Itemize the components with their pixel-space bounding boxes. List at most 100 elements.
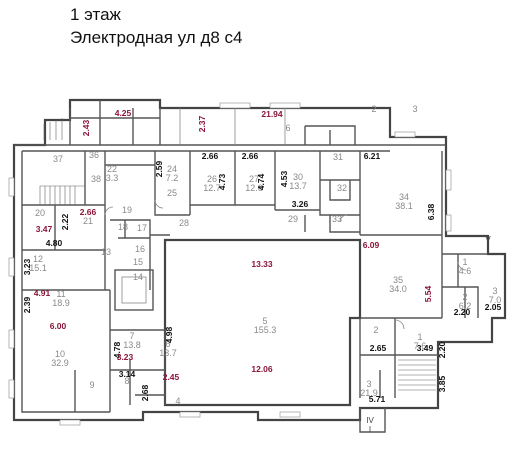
- dimension-label: 2.20: [454, 307, 471, 317]
- room-number: 12: [33, 254, 43, 264]
- dimension-label: 4.73: [217, 173, 227, 190]
- room-number: 10: [55, 349, 65, 359]
- room-number: 22: [107, 164, 117, 174]
- room-number: 26: [207, 174, 217, 184]
- dimension-label: 2.66: [80, 207, 97, 217]
- room-area: 21.9: [360, 388, 378, 398]
- dimension-label: 3.26: [292, 199, 309, 209]
- room-number: 37: [53, 154, 63, 164]
- dimension-label: 3.85: [437, 375, 447, 392]
- room-number: 14: [133, 272, 143, 282]
- room-number: 4: [175, 396, 180, 406]
- dimension-label: 2.65: [370, 343, 387, 353]
- dimension-label: 4.91: [34, 288, 51, 298]
- room-area: 3.3: [106, 173, 119, 183]
- dimension-label: 4.53: [279, 170, 289, 187]
- room-number: 18: [118, 222, 128, 232]
- dimension-label: 3.14: [119, 369, 136, 379]
- room-number: 20: [35, 208, 45, 218]
- dimension-label: 2.59: [154, 160, 164, 177]
- dimension-label: 21.94: [261, 109, 283, 119]
- dimension-label: 2.22: [60, 213, 70, 230]
- room-area: 13.8: [123, 340, 141, 350]
- room-number: 8: [124, 376, 129, 386]
- dimension-label: 4.78: [112, 341, 122, 358]
- room-number: 24: [167, 164, 177, 174]
- dimension-label: 6.21: [364, 151, 381, 161]
- dimension-label: 2.66: [202, 151, 219, 161]
- room-area: 34.0: [389, 284, 407, 294]
- room-area: 12.7: [203, 183, 221, 193]
- room-number: 11: [56, 289, 65, 299]
- dimension-label: 2.43: [81, 119, 91, 136]
- room-number: 28: [179, 218, 189, 228]
- room-number: 34: [399, 192, 409, 202]
- room-number: 1: [462, 257, 467, 267]
- room-area: 13.7: [159, 348, 177, 358]
- dimension-label: 2.37: [197, 115, 207, 132]
- room-number: 13: [101, 247, 111, 257]
- room-number: 30: [293, 172, 303, 182]
- dimension-label: 2.20: [437, 341, 447, 358]
- dimension-label: 2.68: [140, 384, 150, 401]
- dimension-label: 4.80: [46, 238, 63, 248]
- room-number: 17: [137, 223, 147, 233]
- dimension-label: 2.39: [22, 296, 32, 313]
- dimension-label: 2.45: [163, 372, 180, 382]
- room-number: 16: [135, 244, 145, 254]
- dimension-label: 2.66: [242, 151, 259, 161]
- dimension-label: 6.38: [426, 203, 436, 220]
- room-area: 155.3: [254, 325, 277, 335]
- plan-walls: [8, 98, 507, 433]
- room-number: 25: [167, 188, 177, 198]
- dimension-label: 2.05: [485, 302, 502, 312]
- room-area: 18.9: [52, 298, 70, 308]
- room-number: 2: [462, 292, 467, 302]
- dimension-label: 3.47: [36, 224, 53, 234]
- room-number: 9: [89, 380, 94, 390]
- dimension-label: 5.54: [423, 285, 433, 302]
- dimension-label: 5.71: [369, 394, 386, 404]
- address-title: Электродная ул д8 с4: [70, 28, 243, 47]
- room-number: 32: [337, 183, 347, 193]
- room-number: 6: [285, 123, 290, 133]
- room-number: I: [369, 425, 371, 434]
- room-number: 3: [492, 286, 497, 296]
- dimension-label: 6.00: [50, 321, 67, 331]
- room-number: 2: [371, 104, 376, 114]
- room-number: 36: [89, 150, 99, 160]
- room-number: 33: [332, 214, 342, 224]
- room-number: 27: [249, 174, 259, 184]
- room-area: 15.1: [29, 263, 47, 273]
- dimension-label: 6.09: [363, 240, 380, 250]
- room-number: 29: [288, 214, 298, 224]
- room-number: 15: [133, 257, 143, 267]
- room-number: 3: [412, 104, 417, 114]
- room-area: 13.7: [289, 181, 307, 191]
- room-area: 6.2: [459, 301, 472, 311]
- room-number: IV: [366, 416, 374, 425]
- room-number: 5: [262, 316, 267, 326]
- room-area: 7.0: [489, 295, 502, 305]
- room-area: 7.6: [414, 341, 427, 351]
- dimension-label: 3.23: [22, 258, 32, 275]
- room-number: 21: [83, 216, 93, 226]
- room-number: 1: [417, 332, 422, 342]
- dimension-label: 4.25: [115, 108, 132, 118]
- room-area: 4.6: [459, 266, 472, 276]
- dimension-label: 4.98: [164, 326, 174, 343]
- room-number: 2: [373, 325, 378, 335]
- dimension-label: 3.23: [117, 352, 134, 362]
- floor-title: 1 этаж: [70, 5, 121, 24]
- room-number: 6: [165, 339, 170, 349]
- room-area: 32.9: [51, 358, 69, 368]
- room-number: 38: [91, 174, 101, 184]
- room-number: 31: [333, 152, 343, 162]
- dimension-label: 12.06: [251, 364, 273, 374]
- room-area: 12.6: [245, 183, 263, 193]
- dimension-label: 3.49: [417, 343, 434, 353]
- room-number: V: [485, 235, 491, 244]
